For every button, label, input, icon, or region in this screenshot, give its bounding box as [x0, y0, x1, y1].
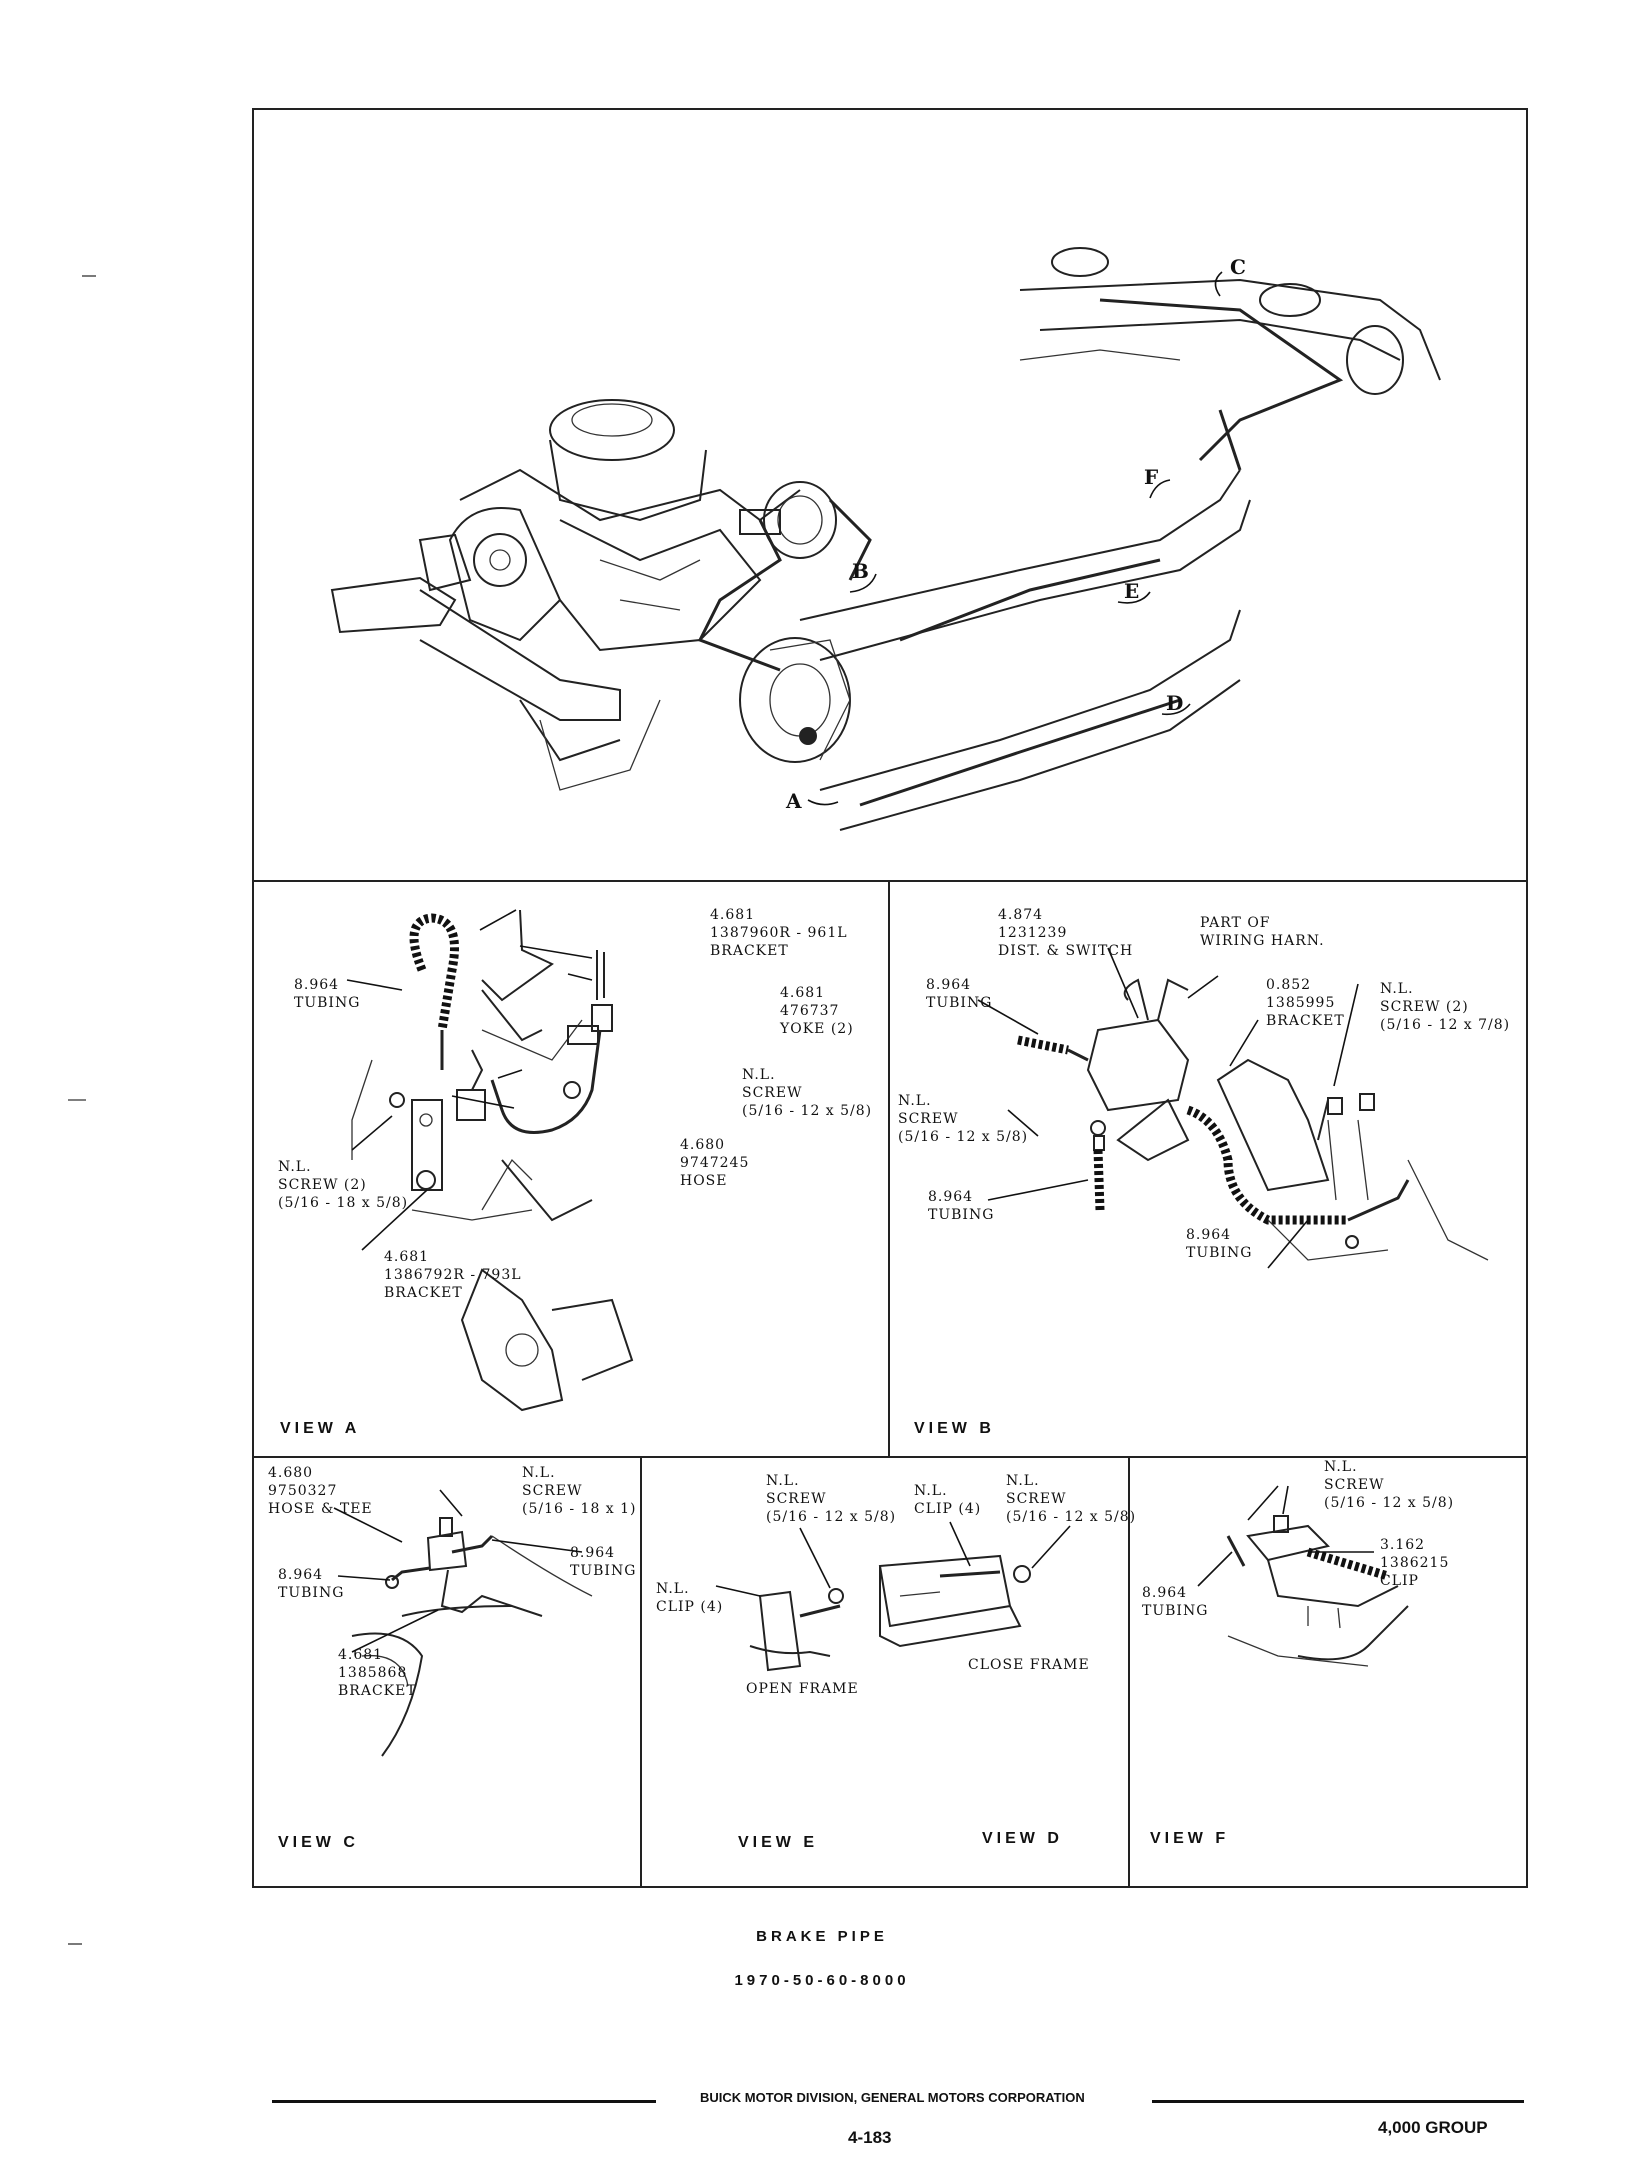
footer-group: 4,000 GROUP [1378, 2118, 1488, 2137]
grid-divider-horizontal-1 [252, 880, 1528, 882]
view-c-hose-tee-label: 4.680 9750327 HOSE & TEE [268, 1465, 373, 1517]
view-a-hose-label: 4.680 9747245 HOSE [680, 1137, 750, 1189]
view-c-bracket-label: 4.681 1385868 BRACKET [338, 1647, 417, 1699]
view-ed-screw-d-label: N.L. SCREW (5/16 - 12 x 5/8) [1006, 1473, 1137, 1525]
callout-a: A [786, 789, 803, 813]
callout-d: D [1166, 691, 1185, 715]
frame-rail-right [819, 609, 1241, 831]
front-crossmember-drawing [330, 576, 661, 791]
view-a-leaders [346, 909, 593, 1251]
view-b-leaders [977, 947, 1359, 1269]
view-c-illustration [351, 1517, 593, 1757]
grid-divider-vertical-ab [888, 880, 890, 1458]
view-ed-leaders [715, 1521, 1071, 1597]
view-d-title: VIEW D [982, 1830, 1063, 1847]
footer-rule-left [272, 2100, 656, 2103]
view-b-screw-2-label: N.L. SCREW (2) (5/16 - 12 x 7/8) [1380, 981, 1511, 1033]
overview-panel [252, 108, 1528, 1888]
booster-drawing [739, 481, 837, 559]
view-c-tubing-left-label: 8.964 TUBING [278, 1567, 345, 1601]
view-a-title: VIEW A [280, 1420, 361, 1437]
engine-drawing [418, 399, 801, 652]
view-c-title: VIEW C [278, 1834, 359, 1851]
view-b-wiring-label: PART OF WIRING HARN. [1200, 915, 1325, 949]
callout-arrows [807, 271, 1223, 806]
view-a-tubing-label: 8.964 TUBING [294, 977, 361, 1011]
view-ed-panel: N.L. SCREW (5/16 - 12 x 5/8) N.L. CLIP (… [640, 1456, 1135, 1888]
view-f-leaders [1197, 1485, 1374, 1587]
view-c-screw-label: N.L. SCREW (5/16 - 18 x 1) [522, 1465, 637, 1517]
frame-rail-left [799, 469, 1251, 661]
view-ed-illustration [749, 1554, 1031, 1672]
view-a-screw-left-label: N.L. SCREW (2) (5/16 - 18 x 5/8) [278, 1159, 409, 1211]
view-b-bracket-label: 0.852 1385995 BRACKET [1266, 977, 1345, 1029]
view-f-illustration [1226, 1515, 1409, 1667]
view-b-tubing-bottom-right-label: 8.964 TUBING [1186, 1227, 1253, 1261]
callout-b: B [852, 559, 870, 583]
figure-caption-title: BRAKE PIPE [756, 1928, 888, 1945]
grid-divider-vertical-ce [640, 1456, 642, 1888]
view-f-tubing-label: 8.964 TUBING [1142, 1585, 1209, 1619]
figure-caption-code: 1970-50-60-8000 [734, 1972, 910, 1989]
view-f-title: VIEW F [1150, 1830, 1230, 1847]
view-b-tubing-top-label: 8.964 TUBING [926, 977, 993, 1011]
view-ed-screw-e-label: N.L. SCREW (5/16 - 12 x 5/8) [766, 1473, 897, 1525]
view-b-illustration [1017, 978, 1489, 1261]
footer-division: BUICK MOTOR DIVISION, GENERAL MOTORS COR… [700, 2090, 1085, 2105]
callout-f: F [1144, 465, 1160, 489]
footer-rule-right [1152, 2100, 1524, 2103]
view-a-illustration [351, 909, 634, 1412]
view-b-dist-switch-label: 4.874 1231239 DIST. & SWITCH [998, 907, 1134, 959]
view-a-screw-right-label: N.L. SCREW (5/16 - 12 x 5/8) [742, 1067, 873, 1119]
view-a-bracket-top-label: 4.681 1387960R - 961L BRACKET [710, 907, 848, 959]
callout-c: C [1230, 255, 1247, 279]
grid-divider-vertical-df [1128, 1456, 1130, 1888]
view-a-yoke-label: 4.681 476737 YOKE (2) [780, 985, 854, 1037]
view-c-tubing-right-label: 8.964 TUBING [570, 1545, 637, 1579]
footer-page-number: 4-183 [848, 2128, 892, 2147]
view-b-panel: 4.874 1231239 DIST. & SWITCH PART OF WIR… [888, 880, 1528, 1456]
view-ed-close-frame-label: CLOSE FRAME [968, 1657, 1090, 1673]
view-e-title: VIEW E [738, 1834, 819, 1851]
callout-e: E [1124, 579, 1141, 603]
view-b-tubing-bottom-left-label: 8.964 TUBING [928, 1189, 995, 1223]
view-ed-clip-e-label: N.L. CLIP (4) [656, 1581, 724, 1615]
view-ed-clip-d-label: N.L. CLIP (4) [914, 1483, 982, 1517]
view-c-panel: 4.680 9750327 HOSE & TEE N.L. SCREW (5/1… [252, 1456, 640, 1888]
view-f-screw-label: N.L. SCREW (5/16 - 12 x 5/8) [1324, 1459, 1455, 1511]
view-ed-open-frame-label: OPEN FRAME [746, 1681, 859, 1697]
view-a-bracket-bottom-label: 4.681 1386792R - 793L BRACKET [384, 1249, 522, 1301]
view-a-panel: 8.964 TUBING 4.681 1387960R - 961L BRACK… [252, 880, 888, 1456]
view-f-clip-label: 3.162 1386215 CLIP [1380, 1537, 1450, 1589]
front-brake-lines [697, 498, 872, 672]
chassis-overview-illustration [330, 247, 1441, 831]
view-b-screw-label: N.L. SCREW (5/16 - 12 x 5/8) [898, 1093, 1029, 1145]
front-hub-drawing [739, 637, 851, 763]
view-c-leaders [333, 1489, 583, 1653]
grid-divider-horizontal-2 [252, 1456, 1528, 1458]
rear-axle-drawing [1019, 247, 1441, 471]
view-f-panel: N.L. SCREW (5/16 - 12 x 5/8) 3.162 13862… [1128, 1456, 1528, 1888]
view-b-title: VIEW B [914, 1420, 995, 1437]
